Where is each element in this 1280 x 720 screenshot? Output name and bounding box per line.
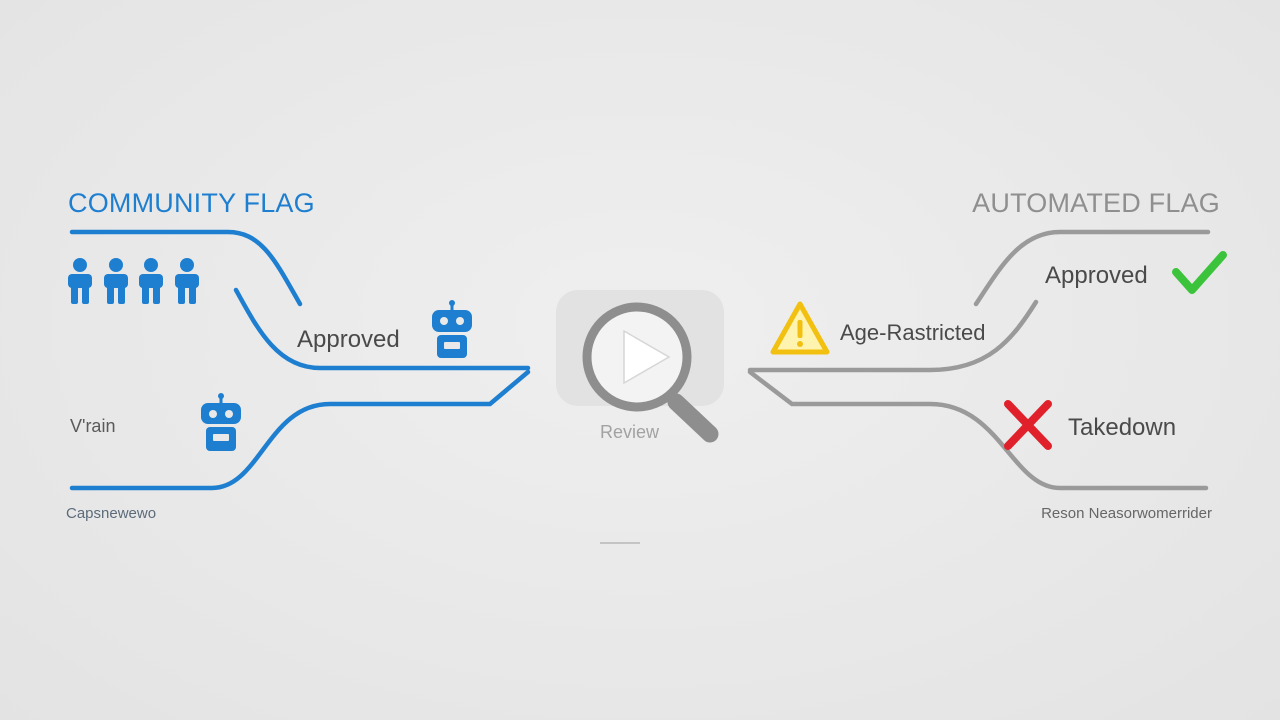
automated-approved-label: Approved <box>1045 262 1148 289</box>
takedown-label: Takedown <box>1068 414 1177 441</box>
person-icon <box>68 258 92 304</box>
community-v-label: V'rain <box>70 416 116 436</box>
person-icon <box>175 258 199 304</box>
magnifier-play-icon <box>556 290 724 443</box>
community-flag-heading: COMMUNITY FLAG <box>68 188 315 218</box>
community-lower-path <box>69 369 531 491</box>
checkmark-icon <box>1172 251 1227 294</box>
person-icon <box>104 258 128 304</box>
community-approved-label: Approved <box>297 326 400 353</box>
automated-paths <box>747 229 1211 491</box>
automated-middle-path <box>747 299 1039 373</box>
review-label: Review <box>600 422 660 442</box>
cross-icon <box>1004 400 1052 450</box>
person-icon <box>139 258 163 304</box>
community-bottom-label: Capsnewewo <box>66 505 157 522</box>
automated-lower-path <box>747 369 1209 491</box>
automated-bottom-label: Reson Neasorwomerrider <box>1041 505 1212 522</box>
age-restricted-label: Age-Rastricted <box>840 320 986 345</box>
automated-flag-heading: AUTOMATED FLAG <box>972 188 1220 218</box>
community-paths <box>69 229 531 491</box>
community-top-path <box>69 229 303 307</box>
people-group <box>68 258 199 304</box>
community-middle-path <box>233 287 531 371</box>
warning-icon <box>770 301 830 355</box>
robot-icon <box>432 300 472 358</box>
automated-top-path <box>973 229 1211 307</box>
robot-icon <box>201 393 241 451</box>
